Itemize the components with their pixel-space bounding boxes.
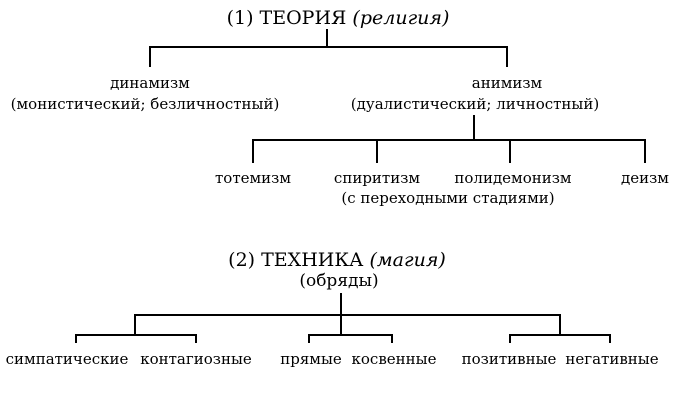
direct-label: прямые [280,350,342,368]
theory-title-note: (религия) [352,7,450,29]
dynamism-label: динамизм [110,74,190,92]
technique-heading: (2) ТЕХНИКА (магия) [228,251,446,270]
totemism-label: тотемизм [214,169,292,187]
polydemonism-label: полидемонизм [454,169,572,187]
dynamism-qualifier: (монистический; безличностный) [10,95,280,113]
deism-label: деизм [621,169,669,187]
theory-title: (1) ТЕОРИЯ [226,7,347,29]
animism-qualifier: (дуалистический; личностный) [350,95,600,113]
spiritism-label: спиритизм [333,169,421,187]
animism-label: анимизм [471,74,543,92]
theory-heading: (1) ТЕОРИЯ (религия) [227,9,450,28]
positive-label: позитивные [461,350,557,368]
technique-title-note: (магия) [369,249,446,271]
contagious-label: контагиозные [140,350,252,368]
spiritism-note: (с переходными стадиями) [341,189,555,207]
technique-subtitle: (обряды) [299,271,379,291]
technique-title: (2) ТЕХНИКА [228,249,364,271]
sympathetic-label: симпатические [5,350,129,368]
negative-label: негативные [565,350,659,368]
indirect-label: косвенные [351,350,437,368]
